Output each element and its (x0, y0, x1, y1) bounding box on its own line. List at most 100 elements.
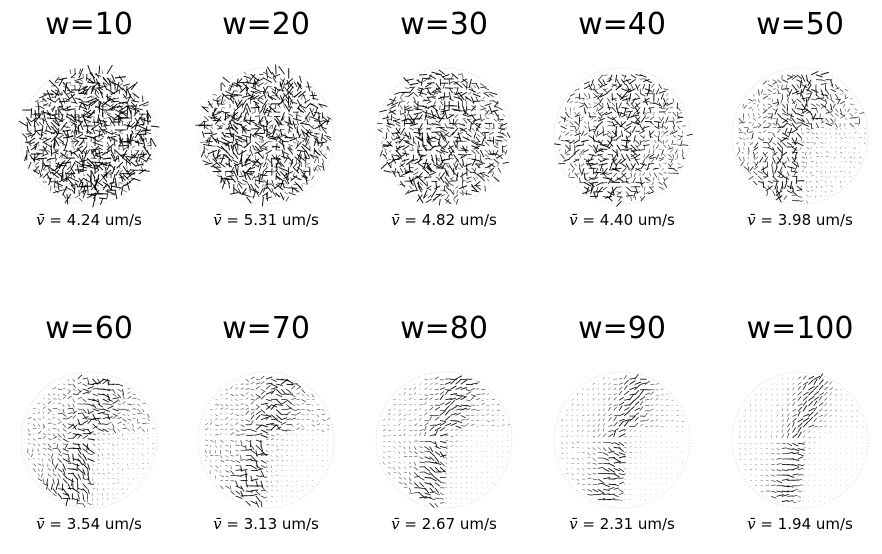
velocity-arrow (855, 109, 858, 111)
velocity-arrow (132, 394, 135, 395)
velocity-arrow (394, 408, 395, 410)
velocity-arrow (383, 452, 385, 453)
velocity-arrow (840, 128, 841, 130)
velocity-arrow (414, 128, 418, 129)
velocity-arrow (327, 138, 332, 141)
velocity-arrow (758, 109, 759, 111)
velocity-arrow (271, 438, 274, 440)
velocity-arrow (276, 501, 277, 502)
velocity-arrow (400, 168, 403, 173)
velocity-arrow (427, 97, 436, 98)
velocity-arrow (123, 96, 127, 98)
velocity-arrow (593, 135, 594, 142)
velocity-arrow (598, 79, 602, 84)
velocity-arrow (487, 421, 490, 422)
velocity-arrow (83, 97, 86, 98)
velocity-arrow (753, 94, 754, 97)
velocity-arrow (415, 136, 422, 141)
velocity-arrow (570, 117, 572, 119)
velocity-arrow (78, 125, 79, 134)
velocity-arrow (205, 434, 206, 435)
velocity-arrow (293, 119, 301, 121)
panel-w50: w=50 v̄ = 3.98 um/s (712, 10, 882, 250)
velocity-arrow (63, 397, 66, 399)
velocity-arrow (621, 79, 625, 85)
velocity-arrow (802, 94, 805, 101)
velocity-arrow (205, 445, 208, 446)
velocity-arrow (631, 196, 632, 201)
velocity-arrow (63, 449, 69, 452)
velocity-arrow (430, 483, 434, 488)
velocity-arrow (840, 109, 841, 114)
velocity-arrow (450, 386, 456, 390)
velocity-arrow (389, 150, 391, 152)
velocity-arrow (576, 173, 579, 175)
velocity-arrow (41, 119, 47, 122)
velocity-arrow (28, 423, 30, 424)
velocity-arrow (405, 106, 406, 113)
velocity-arrow (430, 452, 435, 457)
velocity-arrow (115, 141, 118, 142)
velocity-arrow (107, 183, 111, 190)
velocity-arrow (659, 140, 662, 143)
velocity-arrow (33, 439, 36, 441)
velocity-arrow (230, 399, 232, 400)
velocity-arrow (600, 159, 607, 162)
velocity-arrow (492, 472, 493, 473)
velocity-arrow (471, 440, 472, 441)
velocity-arrow (621, 154, 624, 160)
velocity-arrow (322, 430, 324, 432)
velocity-arrow (297, 460, 298, 461)
velocity-arrow (57, 181, 59, 190)
velocity-arrow (118, 389, 122, 392)
velocity-arrow (640, 93, 645, 96)
velocity-arrow (113, 416, 117, 419)
velocity-arrow (230, 413, 233, 415)
velocity-arrow (654, 112, 655, 115)
velocity-arrow (439, 70, 445, 75)
velocity-arrow (132, 429, 134, 432)
velocity-arrow (246, 404, 248, 406)
velocity-arrow (225, 389, 228, 390)
velocity-arrow (471, 396, 474, 400)
velocity-arrow (631, 75, 637, 79)
velocity-arrow (137, 427, 141, 429)
velocity-arrow (297, 435, 298, 436)
velocity-arrow (297, 412, 301, 414)
velocity-arrow (307, 394, 309, 396)
velocity-arrow (68, 384, 72, 385)
velocity-arrow (782, 142, 786, 146)
velocity-arrow (98, 412, 105, 414)
velocity-arrow (414, 483, 418, 487)
velocity-arrow (53, 408, 58, 409)
velocity-arrow (58, 384, 60, 385)
velocity-arrow (59, 110, 62, 116)
velocity-arrow (306, 132, 313, 133)
velocity-arrow (758, 99, 759, 103)
velocity-arrow (640, 140, 644, 142)
velocity-arrow (83, 389, 89, 391)
velocity-arrow (220, 433, 221, 435)
velocity-arrow (279, 66, 285, 74)
velocity-arrow (299, 105, 305, 108)
velocity-arrow (123, 419, 127, 422)
velocity-arrow (753, 162, 756, 165)
velocity-arrow (456, 467, 458, 468)
velocity-arrow (266, 486, 268, 487)
velocity-arrow (235, 101, 238, 109)
velocity-arrow (241, 415, 244, 416)
velocity-arrow (460, 192, 463, 194)
velocity-arrow (276, 445, 277, 447)
velocity-arrow (267, 186, 272, 192)
velocity-arrow (664, 112, 666, 114)
velocity-arrow (399, 483, 403, 484)
velocity-arrow (497, 446, 498, 447)
velocity-arrow (681, 135, 683, 138)
velocity-arrow (236, 422, 239, 425)
velocity-arrow (831, 167, 832, 168)
velocity-arrow (425, 88, 432, 89)
velocity-arrow (307, 430, 309, 431)
velocity-arrow (433, 101, 436, 105)
velocity-arrow (205, 450, 207, 453)
velocity-arrow (450, 406, 456, 410)
